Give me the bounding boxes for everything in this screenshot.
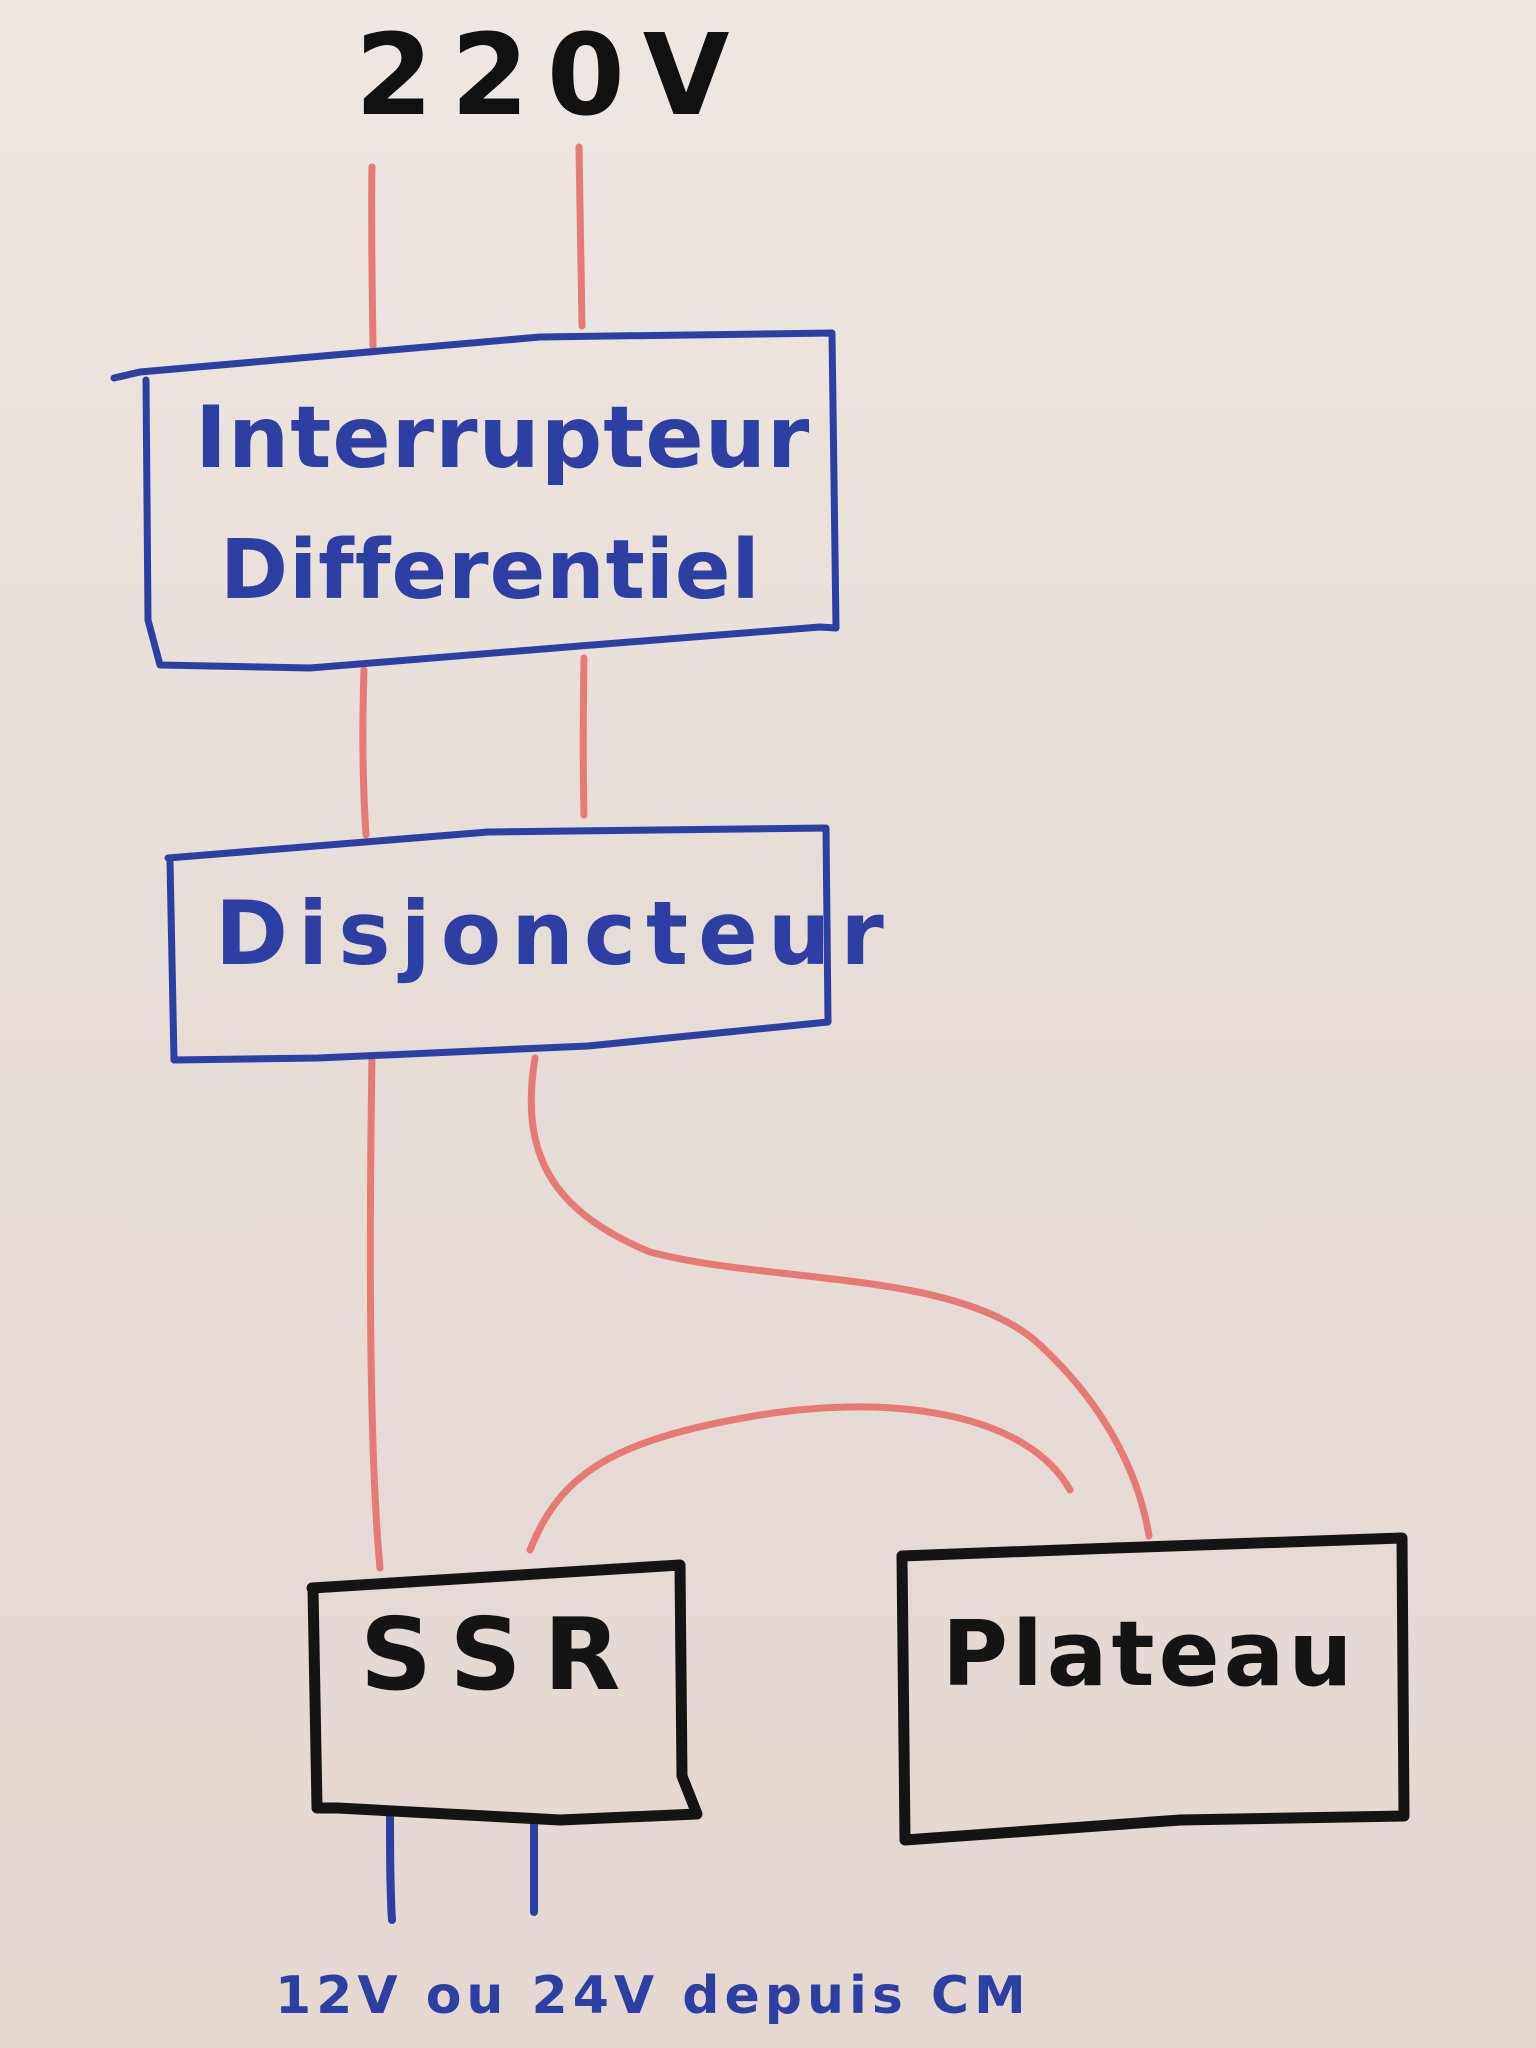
control-input-label: 12V ou 24V depuis CM <box>275 1966 1031 2026</box>
wire-disjoncteur-to-plateau <box>527 1054 1153 1540</box>
wire-ssr-to-plateau <box>526 1403 1074 1554</box>
box-disjoncteur <box>164 824 832 1064</box>
ssr-label: SSR <box>360 1596 643 1713</box>
box-plateau <box>896 1532 1410 1846</box>
source-label: 220V <box>355 11 748 141</box>
wire-disjoncteur-to-ssr <box>366 1052 384 1572</box>
wire-control-left <box>386 1807 396 1924</box>
interrupteur-label-line1: Interrupteur <box>195 388 811 488</box>
box-interrupteur-differentiel <box>110 329 840 672</box>
plateau-label: Plateau <box>942 1602 1357 1707</box>
wire-mid-left <box>359 666 370 839</box>
wire-top-right <box>575 143 586 330</box>
box-ssr <box>306 1559 703 1826</box>
wire-mid-right <box>579 654 588 819</box>
wire-top-left <box>368 163 377 350</box>
disjoncteur-label: Disjoncteur <box>215 882 894 985</box>
interrupteur-label-line2: Differentiel <box>220 523 761 618</box>
